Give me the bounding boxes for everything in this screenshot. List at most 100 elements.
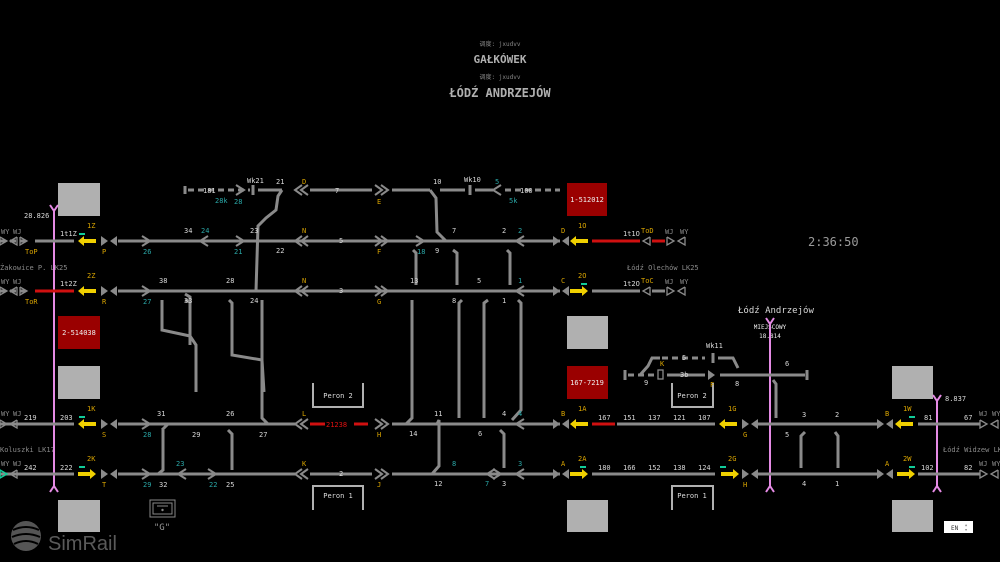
track-label: 27 — [143, 298, 151, 306]
switch-panel-box[interactable] — [58, 500, 100, 532]
track-label: 2 — [339, 470, 343, 478]
track-label: 8 — [452, 297, 456, 305]
track-label: ToP — [25, 248, 38, 256]
track-label: 203 — [60, 414, 73, 422]
track-label: 9 — [644, 379, 648, 387]
train-box-1[interactable]: 1-512012 — [567, 183, 607, 216]
track-label: E — [377, 198, 381, 206]
track-label: 100 — [520, 187, 533, 195]
track-label: 32 — [159, 481, 167, 489]
station-title-andrzejow: ŁÓDŹ ANDRZEJÓW — [448, 85, 551, 100]
track-label: 107 — [698, 414, 711, 422]
track-label: WJ — [665, 278, 673, 286]
track-label: 2 — [502, 227, 506, 235]
track-label: WY — [1, 410, 10, 418]
track-label: J — [377, 481, 381, 489]
signal-1k — [78, 419, 96, 429]
station-name-andrzejow: Łódź Andrzejów — [737, 305, 814, 316]
track-label: 219 — [24, 414, 37, 422]
track-label: 7 — [335, 187, 339, 195]
track-label: 121 — [673, 414, 686, 422]
track-label: WY — [680, 278, 689, 286]
track-symbols — [0, 184, 999, 480]
track-label: 1 — [518, 277, 522, 285]
clock: 2:36:50 — [808, 235, 859, 249]
track-label: B — [885, 410, 889, 418]
track-label: D — [561, 227, 565, 235]
logo-text: SimRail — [48, 533, 117, 555]
track-label: 12 — [434, 480, 442, 488]
track-label: 3 — [502, 480, 506, 488]
dispatcher-label-1: 调度: jxudvv — [480, 40, 521, 48]
line-label-widzew: Łódź Widzew LK17 — [942, 446, 1000, 454]
track-label: 5k — [509, 197, 518, 205]
signal-1a — [570, 419, 588, 429]
track-label: C — [561, 277, 565, 285]
track-label: K — [302, 460, 307, 468]
tracks — [0, 185, 980, 476]
switch-panel-box[interactable] — [567, 500, 608, 532]
platform-label: Peron 1 — [677, 492, 707, 500]
track-label: WJ — [13, 460, 21, 468]
track-label: WY — [992, 460, 1000, 468]
switch-panel-box[interactable] — [892, 500, 933, 532]
switch-panel-box[interactable] — [58, 183, 100, 216]
line-label-koluszki: Koluszki LK17 — [0, 446, 55, 454]
track-label: 22 — [209, 481, 217, 489]
track-label: 2K — [87, 455, 96, 463]
train-box-2[interactable]: 2-514038 — [58, 316, 100, 349]
track-label: N — [302, 227, 306, 235]
track-label: 6 — [785, 360, 789, 368]
signal-arrows[interactable] — [78, 233, 915, 479]
track-label: 29 — [192, 431, 200, 439]
track-label: 1t2Z — [60, 280, 77, 288]
svg-text:▲: ▲ — [965, 523, 968, 527]
track-label: 5 — [339, 237, 343, 245]
track-label: H — [743, 481, 747, 489]
track-label: 34 — [184, 227, 192, 235]
g-indicator[interactable]: "G" — [149, 499, 176, 533]
track-label: Wk11 — [706, 342, 723, 350]
train-box-3[interactable]: 167-7219 — [567, 366, 608, 399]
track-label: 2G — [728, 455, 736, 463]
track-label: 1 — [835, 480, 839, 488]
track-label: 3 — [339, 287, 343, 295]
track-label: 5 — [785, 431, 789, 439]
track-label: 28 — [234, 198, 242, 206]
track-label: 3 — [802, 411, 806, 419]
switch-panel-box[interactable] — [567, 316, 608, 349]
track-label: 7 — [452, 227, 456, 235]
track-label: 2W — [903, 455, 912, 463]
platform-peron-1-andrzejow: Peron 1 — [671, 485, 714, 510]
line-label-olechow: Łódź Olechów LK25 — [626, 264, 699, 272]
track-label: 29 — [143, 481, 151, 489]
signal-1o — [570, 236, 588, 246]
track-label: 8 — [452, 460, 456, 468]
track-label: 23 — [250, 227, 258, 235]
track-label: D — [302, 178, 306, 186]
track-label: G — [743, 431, 747, 439]
track-label: A — [885, 460, 890, 468]
track-label: WJ — [13, 228, 21, 236]
track-label: S — [102, 431, 106, 439]
switch-panel-box[interactable] — [58, 366, 100, 399]
language-switch[interactable]: EN ▲▼ — [944, 521, 973, 533]
track-label: 1O — [578, 222, 586, 230]
line-label-zakowice: Żakowice P. LK25 — [0, 263, 67, 272]
track-label: 21 — [276, 178, 284, 186]
track-label: 5 — [682, 354, 686, 362]
track-label: 4 — [502, 410, 506, 418]
track-label: 14 — [409, 430, 417, 438]
track-label: 82 — [964, 464, 972, 472]
track-label: WJ — [979, 460, 987, 468]
switch-panel-box[interactable] — [892, 366, 933, 399]
track-label: A — [561, 460, 566, 468]
track-label: 102 — [921, 464, 934, 472]
simrail-logo: SimRail — [11, 521, 117, 555]
signal-2g — [721, 469, 739, 479]
track-label: 181 — [203, 187, 216, 195]
platform-peron-2-andrzejow: Peron 2 — [671, 383, 714, 408]
